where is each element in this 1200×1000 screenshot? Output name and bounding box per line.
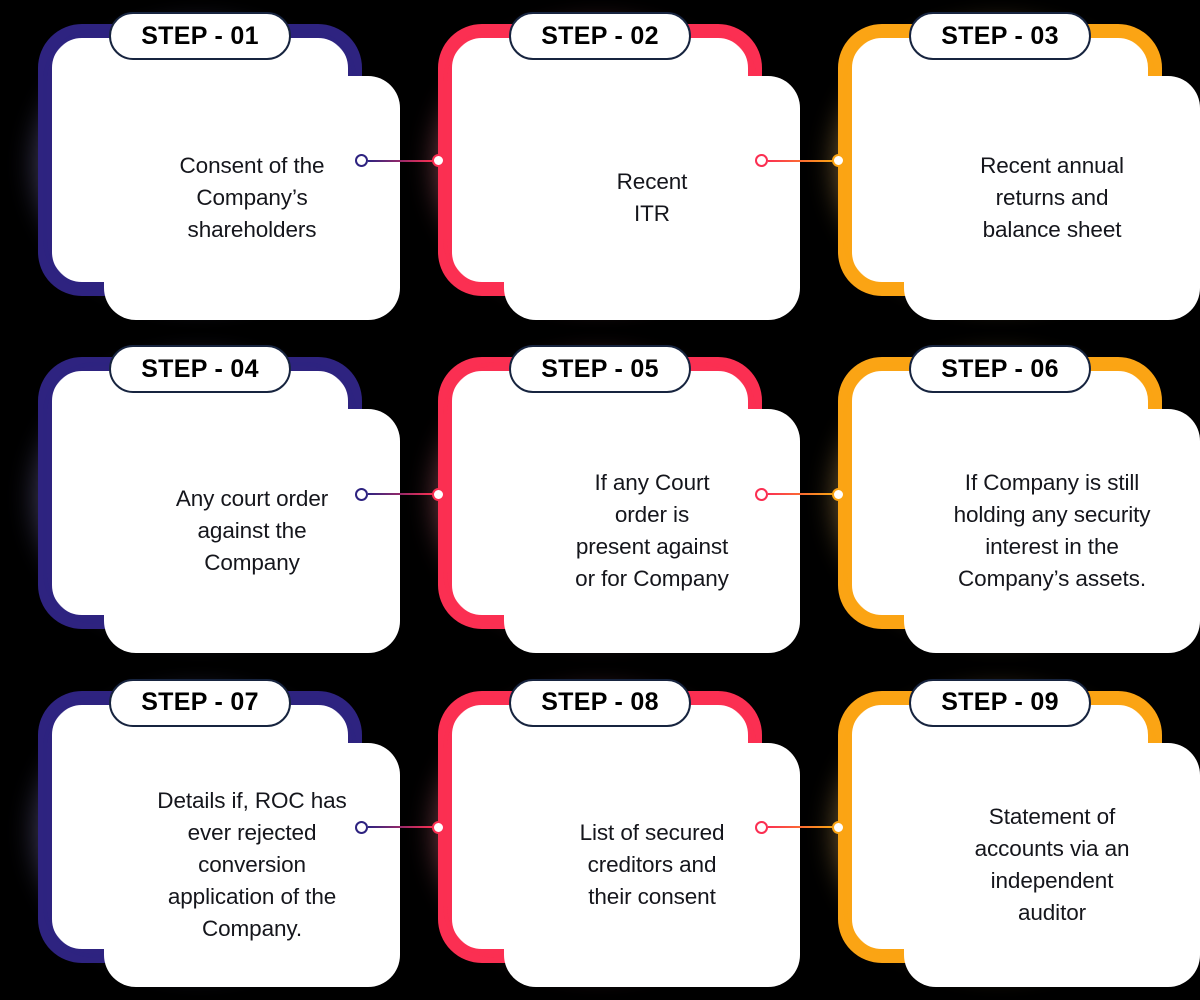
connector-line [768,826,832,829]
step-card-step-06[interactable]: If Company is still holding any security… [800,333,1200,666]
card-body-text: Details if, ROC has ever rejected conver… [157,787,347,941]
step-badge-label: STEP - 04 [141,354,259,383]
step-badge-step-07[interactable]: STEP - 07 [109,678,291,727]
step-card-step-02[interactable]: Recent ITR STEP - 02 [400,0,800,333]
card-inner-panel: Details if, ROC has ever rejected conver… [104,742,400,987]
card-body-text: Consent of the Company’s shareholders [179,153,325,242]
card-ring: If any Court order is present against or… [438,357,800,654]
step-badge-step-03[interactable]: STEP - 03 [909,12,1091,60]
connector-dot-left [355,154,368,168]
step-card-step-04[interactable]: Any court order against the Company STEP … [0,333,400,666]
card-body-text: Any court order against the Company [175,486,329,576]
card-inner-panel: If any Court order is present against or… [504,409,800,654]
card-inner-panel: Recent ITR [504,76,800,320]
connector-04-05 [355,487,445,501]
connector-dot-right [832,487,845,501]
step-card-step-03[interactable]: Recent annual returns and balance sheet S… [800,0,1200,333]
card-inner-panel: If Company is still holding any security… [904,409,1200,654]
step-card-step-01[interactable]: Consent of the Company’s shareholders STE… [0,0,400,333]
connector-dot-left [755,487,768,501]
connector-dot-left [355,487,368,501]
connector-01-02 [355,154,445,168]
card-inner-panel: Any court order against the Company [104,409,400,654]
connector-line [368,159,432,162]
card-inner-panel: List of secured creditors and their cons… [504,742,800,987]
card-ring: Recent annual returns and balance sheet [838,24,1200,320]
step-badge-step-01[interactable]: STEP - 01 [109,12,291,60]
connector-dot-right [432,820,445,834]
step-badge-label: STEP - 08 [541,688,659,717]
step-badge-label: STEP - 06 [941,354,1059,383]
card-ring: Details if, ROC has ever rejected conver… [38,690,400,987]
card-ring: If Company is still holding any security… [838,357,1200,654]
step-card-step-05[interactable]: If any Court order is present against or… [400,333,800,666]
card-ring: Recent ITR [438,24,800,320]
step-badge-step-06[interactable]: STEP - 06 [909,345,1091,394]
card-inner-panel: Statement of accounts via an independent… [904,742,1200,987]
card-body-text: Statement of accounts via an independent… [974,803,1130,925]
connector-02-03 [755,154,845,168]
step-badge-step-04[interactable]: STEP - 04 [109,345,291,394]
step-badge-label: STEP - 07 [141,688,259,717]
connector-line [768,159,832,162]
card-body-text: List of secured creditors and their cons… [579,819,725,909]
connector-dot-right [832,154,845,168]
card-ring: Consent of the Company’s shareholders [38,24,400,320]
connector-dot-left [355,820,368,834]
step-badge-label: STEP - 03 [941,21,1059,50]
connector-dot-right [832,820,845,834]
card-body-text: If any Court order is present against or… [575,470,729,592]
connector-05-06 [755,487,845,501]
step-badge-label: STEP - 01 [141,21,259,50]
connector-line [368,826,432,829]
step-card-step-07[interactable]: Details if, ROC has ever rejected conver… [0,667,400,1000]
card-inner-panel: Consent of the Company’s shareholders [104,76,400,320]
step-badge-step-05[interactable]: STEP - 05 [509,345,691,394]
step-badge-step-09[interactable]: STEP - 09 [909,678,1091,727]
card-ring: List of secured creditors and their cons… [438,690,800,987]
step-badge-label: STEP - 02 [541,21,659,50]
connector-07-08 [355,820,445,834]
card-inner-panel: Recent annual returns and balance sheet [904,76,1200,320]
card-body-text: If Company is still holding any security… [953,470,1151,592]
connector-dot-right [432,154,445,168]
step-badge-label: STEP - 05 [541,354,659,383]
connector-dot-left [755,820,768,834]
connector-line [368,493,432,495]
step-card-step-09[interactable]: Statement of accounts via an independent… [800,667,1200,1000]
card-ring: Statement of accounts via an independent… [838,690,1200,987]
connector-line [768,493,832,495]
connector-dot-left [755,154,768,168]
card-body-text: Recent ITR [616,169,688,226]
step-card-step-08[interactable]: List of secured creditors and their cons… [400,667,800,1000]
card-ring: Any court order against the Company [38,357,400,654]
connector-dot-right [432,487,445,501]
step-badge-label: STEP - 09 [941,688,1059,717]
connector-08-09 [755,820,845,834]
step-badge-step-02[interactable]: STEP - 02 [509,12,691,60]
card-body-text: Recent annual returns and balance sheet [980,153,1124,242]
step-badge-step-08[interactable]: STEP - 08 [509,678,691,727]
